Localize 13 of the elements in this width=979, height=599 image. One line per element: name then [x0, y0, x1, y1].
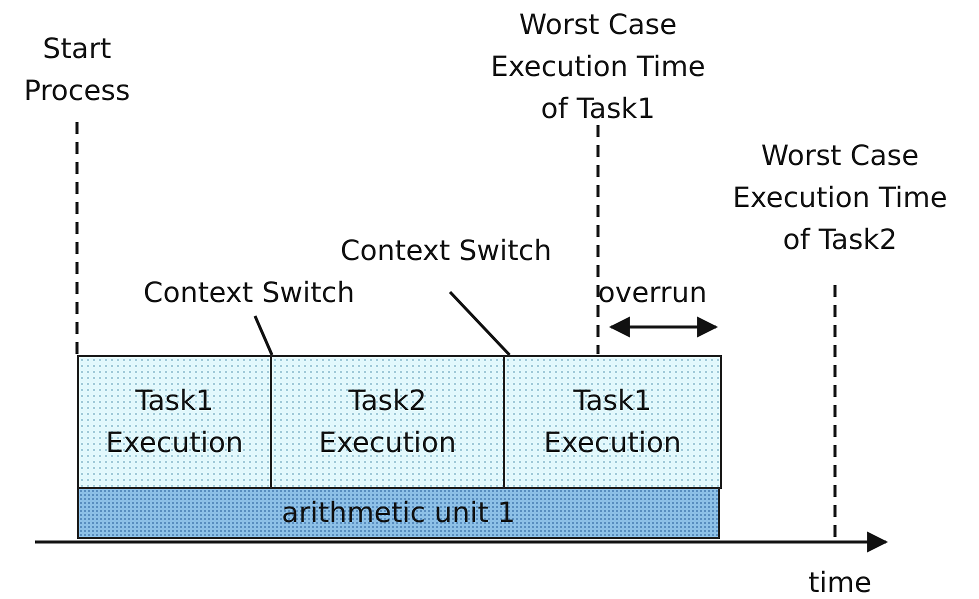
axis-label: overrun: [598, 275, 708, 311]
leader-line: [254, 315, 274, 356]
task-block: Task2 Execution: [270, 355, 505, 489]
axis-label: Worst Case Execution Time of Task2: [732, 138, 948, 258]
leader-line: [448, 290, 511, 356]
task-block: Task1 Execution: [503, 355, 722, 489]
processor-bar: arithmetic unit 1: [77, 487, 720, 539]
axis-label: Worst Case Execution Time of Task1: [490, 7, 706, 127]
axis-label: Start Process: [22, 31, 132, 109]
task-block: Task1 Execution: [77, 355, 272, 489]
callout-text: Context Switch: [118, 272, 380, 314]
callout-text: Context Switch: [314, 230, 578, 272]
axis-label: time: [807, 565, 873, 599]
